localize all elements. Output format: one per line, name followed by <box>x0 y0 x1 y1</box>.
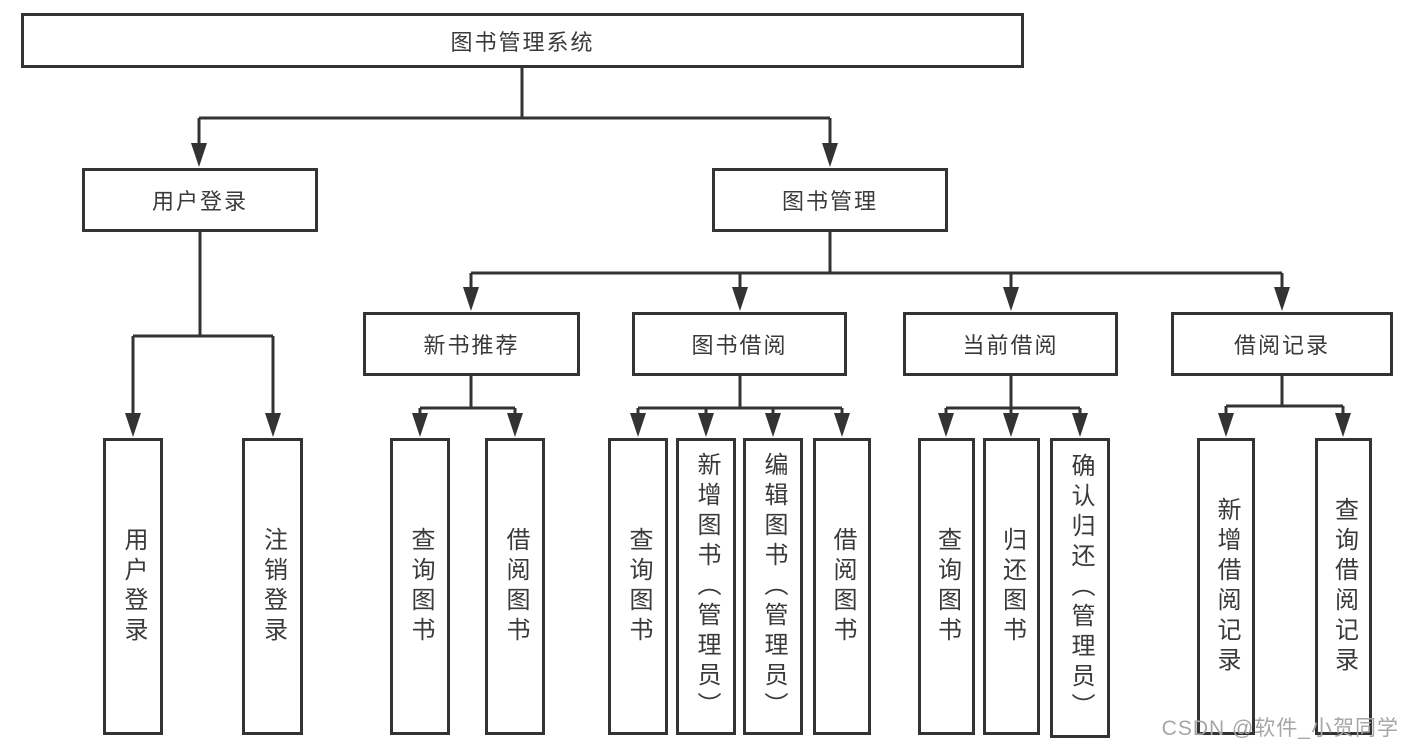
leaf-query-books-recommend: 查询图书 <box>390 438 450 735</box>
leaf-borrow-books-recommend: 借阅图书 <box>485 438 545 735</box>
node-library-system: 图书管理系统 <box>21 13 1024 68</box>
leaf-logout: 注销登录 <box>242 438 303 735</box>
leaf-return-books: 归还图书 <box>983 438 1040 735</box>
node-current-borrowing: 当前借阅 <box>903 312 1118 376</box>
leaf-borrow-books: 借阅图书 <box>813 438 871 735</box>
node-user-login: 用户登录 <box>82 168 318 232</box>
leaf-confirm-return-admin: 确认归还（管理员） <box>1050 438 1110 738</box>
leaf-user-login: 用户登录 <box>103 438 163 735</box>
leaf-query-books-borrowing: 查询图书 <box>608 438 668 735</box>
leaf-query-books-current: 查询图书 <box>918 438 975 735</box>
leaf-add-borrow-record: 新增借阅记录 <box>1197 438 1255 735</box>
leaf-edit-books-admin: 编辑图书（管理员） <box>743 438 803 735</box>
csdn-watermark: CSDN @软件_小贺同学 <box>1161 717 1399 740</box>
node-book-borrowing: 图书借阅 <box>632 312 847 376</box>
leaf-add-books-admin: 新增图书（管理员） <box>676 438 736 735</box>
leaf-query-borrow-record: 查询借阅记录 <box>1315 438 1372 735</box>
node-new-book-recommend: 新书推荐 <box>363 312 580 376</box>
node-book-management: 图书管理 <box>712 168 948 232</box>
node-borrowing-records: 借阅记录 <box>1171 312 1393 376</box>
